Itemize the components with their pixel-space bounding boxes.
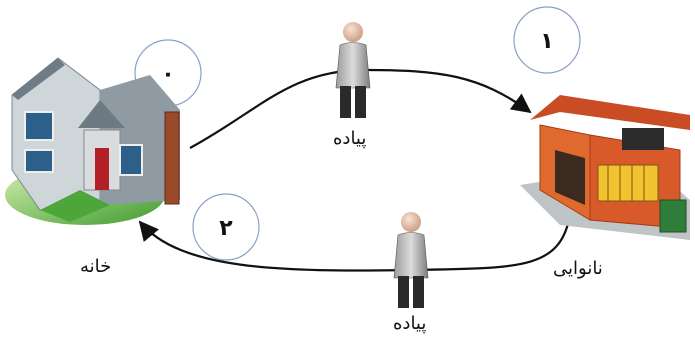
house-label: خانه <box>80 256 112 277</box>
step-number-1: ۱ <box>540 29 553 54</box>
pedestrian-figure-top <box>335 22 371 118</box>
edge-top-label: پیاده <box>333 128 367 149</box>
step-circle-1: ۱ <box>513 6 581 74</box>
house-illustration <box>5 57 180 225</box>
bakery-illustration <box>520 95 690 240</box>
edge-bottom-label: پیاده <box>393 313 427 334</box>
pedestrian-figure-bottom <box>393 212 429 308</box>
step-circle-2: ۲ <box>192 193 260 261</box>
bakery-label: نانوایی <box>553 258 603 279</box>
step-number-2: ۲ <box>219 216 233 241</box>
step-number-0: ۰ <box>161 62 174 87</box>
